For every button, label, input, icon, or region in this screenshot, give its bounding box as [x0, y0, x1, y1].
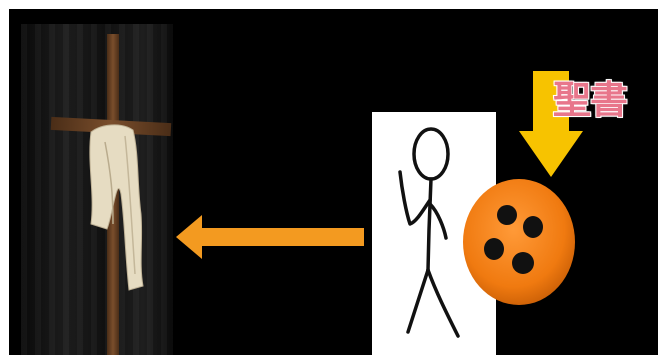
left-arrow-icon	[174, 212, 366, 262]
cross-icon	[21, 24, 173, 355]
orange-ball-icon	[461, 176, 579, 308]
slide: 聖書	[9, 9, 658, 355]
bible-label: 聖書	[553, 77, 627, 123]
cross-photo	[21, 24, 173, 355]
